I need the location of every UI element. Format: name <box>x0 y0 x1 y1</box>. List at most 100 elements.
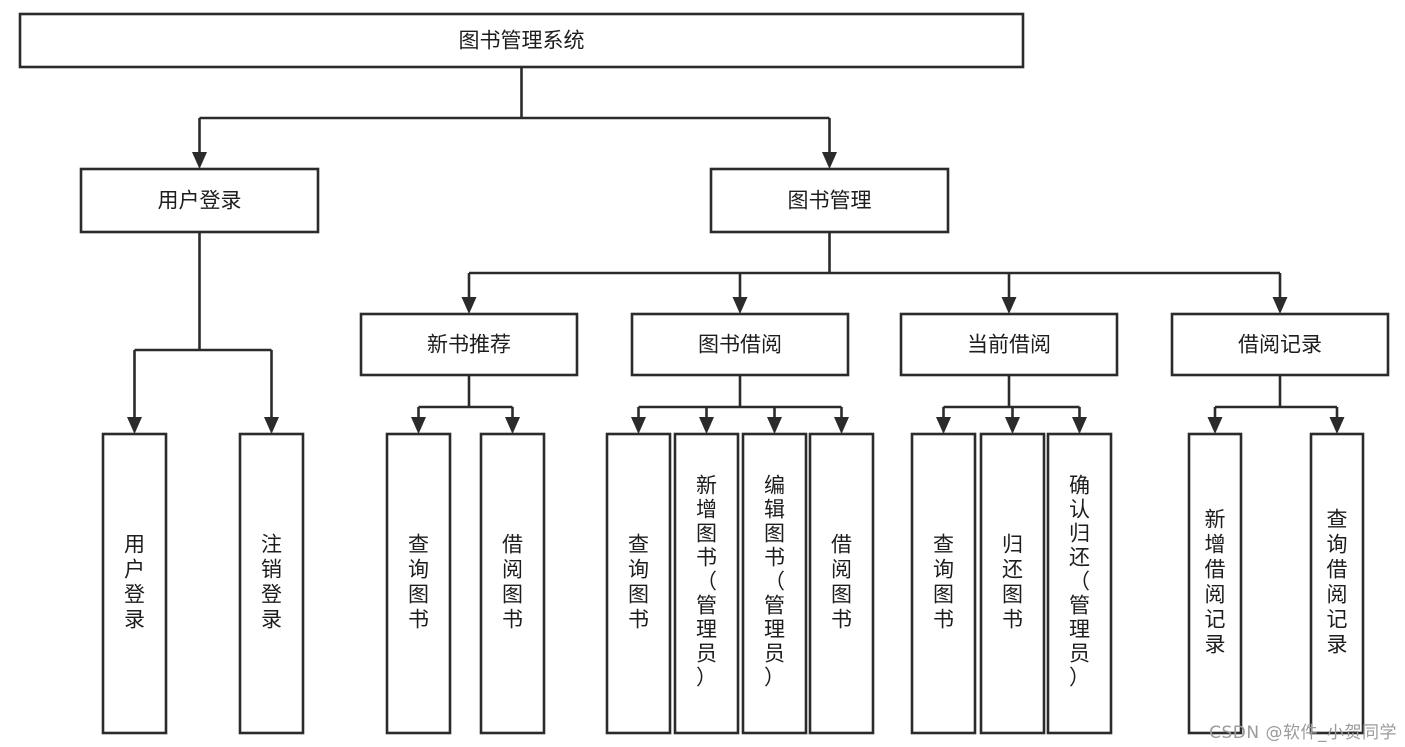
node-leaf-confirm-return-box[interactable] <box>1046 432 1113 735</box>
svg-text:录: 录 <box>124 607 145 631</box>
svg-text:销: 销 <box>261 557 282 581</box>
svg-text:辑: 辑 <box>764 498 785 522</box>
arrow-bm-to-l3-0 <box>461 297 477 314</box>
node-book-borrow-box[interactable] <box>630 312 850 377</box>
node-user-login-box[interactable] <box>79 167 320 234</box>
node-leaf-return-book-box[interactable] <box>979 432 1046 735</box>
svg-text:查: 查 <box>628 532 649 556</box>
svg-text:录: 录 <box>1327 632 1348 656</box>
node-root-box[interactable] <box>18 12 1025 69</box>
svg-text:书: 书 <box>628 607 649 631</box>
arrow-bm-to-l3-2 <box>1001 297 1017 314</box>
node-leaf-edit-book-box[interactable] <box>741 432 808 735</box>
svg-text:图: 图 <box>408 582 429 606</box>
arrow-new-book-recommend-to-leaf-0 <box>411 417 426 434</box>
svg-text:查: 查 <box>1327 507 1348 531</box>
node-leaf-user-login-box[interactable] <box>101 432 168 735</box>
watermark-label: CSDN @软件_小贺同学 <box>1209 723 1397 743</box>
svg-text:询: 询 <box>628 557 649 581</box>
arrow-bm-to-l3-3 <box>1272 297 1288 314</box>
svg-text:用: 用 <box>124 532 145 556</box>
svg-text:录: 录 <box>1205 632 1226 656</box>
svg-text:阅: 阅 <box>831 557 852 581</box>
svg-text:阅: 阅 <box>502 557 523 581</box>
node-layer: 图书管理系统用户登录图书管理新书推荐图书借阅当前借阅借阅记录用户登录注销登录查询… <box>18 12 1390 735</box>
svg-text:新: 新 <box>696 474 717 498</box>
svg-text:登: 登 <box>124 582 145 606</box>
svg-text:录: 录 <box>261 607 282 631</box>
node-leaf-query-book-3-box[interactable] <box>910 432 977 735</box>
svg-text:理: 理 <box>1069 618 1090 642</box>
svg-text:借: 借 <box>831 532 852 556</box>
node-leaf-query-book-2-box[interactable] <box>605 432 672 735</box>
node-leaf-add-book-box[interactable] <box>673 432 740 735</box>
svg-text:书: 书 <box>764 546 785 570</box>
node-leaf-query-record-box[interactable] <box>1309 432 1365 735</box>
arrow-bm-to-l3-1 <box>732 297 748 314</box>
svg-text:查: 查 <box>933 532 954 556</box>
svg-text:图: 图 <box>502 582 523 606</box>
svg-text:书: 书 <box>696 546 717 570</box>
node-leaf-user-logout-box[interactable] <box>238 432 305 735</box>
svg-text:新: 新 <box>1205 507 1226 531</box>
svg-text:）: ） <box>764 666 785 690</box>
svg-text:认: 认 <box>1069 498 1090 522</box>
svg-text:还: 还 <box>1069 546 1090 570</box>
svg-text:（: （ <box>1069 570 1090 594</box>
node-leaf-user-login-label: 用户登录 <box>124 532 145 631</box>
node-book-management-box[interactable] <box>709 167 950 234</box>
arrow-book-borrow-to-leaf-0 <box>631 417 646 434</box>
svg-text:书: 书 <box>933 607 954 631</box>
svg-text:询: 询 <box>408 557 429 581</box>
svg-text:书: 书 <box>502 607 523 631</box>
arrow-root-to-l2-1 <box>822 152 837 169</box>
connector-layer <box>127 67 1345 434</box>
arrow-root-to-l2-0 <box>192 152 207 169</box>
arrow-book-borrow-to-leaf-1 <box>699 417 714 434</box>
svg-text:书: 书 <box>408 607 429 631</box>
svg-text:管: 管 <box>764 594 785 618</box>
svg-text:确: 确 <box>1069 474 1090 498</box>
svg-text:记: 记 <box>1205 607 1226 631</box>
arrow-borrow-record-to-leaf-0 <box>1207 417 1223 434</box>
svg-text:管: 管 <box>696 594 717 618</box>
svg-text:借: 借 <box>1205 557 1226 581</box>
node-book-borrow-label: 图书借阅 <box>698 333 782 357</box>
svg-text:增: 增 <box>1205 532 1226 556</box>
node-leaf-add-record-box[interactable] <box>1187 432 1243 735</box>
arrow-current-borrow-to-leaf-0 <box>936 417 951 434</box>
svg-text:借: 借 <box>502 532 523 556</box>
node-root-label: 图书管理系统 <box>459 29 585 53</box>
svg-text:管: 管 <box>1069 594 1090 618</box>
arrow-current-borrow-to-leaf-2 <box>1072 417 1087 434</box>
svg-text:（: （ <box>696 570 717 594</box>
node-new-book-recommend-box[interactable] <box>359 312 579 377</box>
node-leaf-borrow-book-1-box[interactable] <box>479 432 546 735</box>
node-book-management-label: 图书管理 <box>788 189 872 213</box>
arrow-user-login-to-leaf-0 <box>127 417 142 434</box>
node-borrow-record-label: 借阅记录 <box>1238 333 1322 357</box>
arrow-user-login-to-leaf-1 <box>264 417 279 434</box>
svg-text:归: 归 <box>1002 532 1023 556</box>
svg-text:图: 图 <box>628 582 649 606</box>
svg-text:）: ） <box>1069 666 1090 690</box>
node-leaf-borrow-book-2-box[interactable] <box>808 432 875 735</box>
svg-text:查: 查 <box>408 532 429 556</box>
svg-text:阅: 阅 <box>1327 582 1348 606</box>
svg-text:书: 书 <box>831 607 852 631</box>
node-current-borrow-box[interactable] <box>899 312 1119 377</box>
node-leaf-query-book-1-box[interactable] <box>385 432 452 735</box>
arrow-book-borrow-to-leaf-2 <box>767 417 782 434</box>
node-borrow-record-box[interactable] <box>1170 312 1390 377</box>
svg-text:借: 借 <box>1327 557 1348 581</box>
node-new-book-recommend-label: 新书推荐 <box>427 333 511 357</box>
arrow-book-borrow-to-leaf-3 <box>834 417 849 434</box>
